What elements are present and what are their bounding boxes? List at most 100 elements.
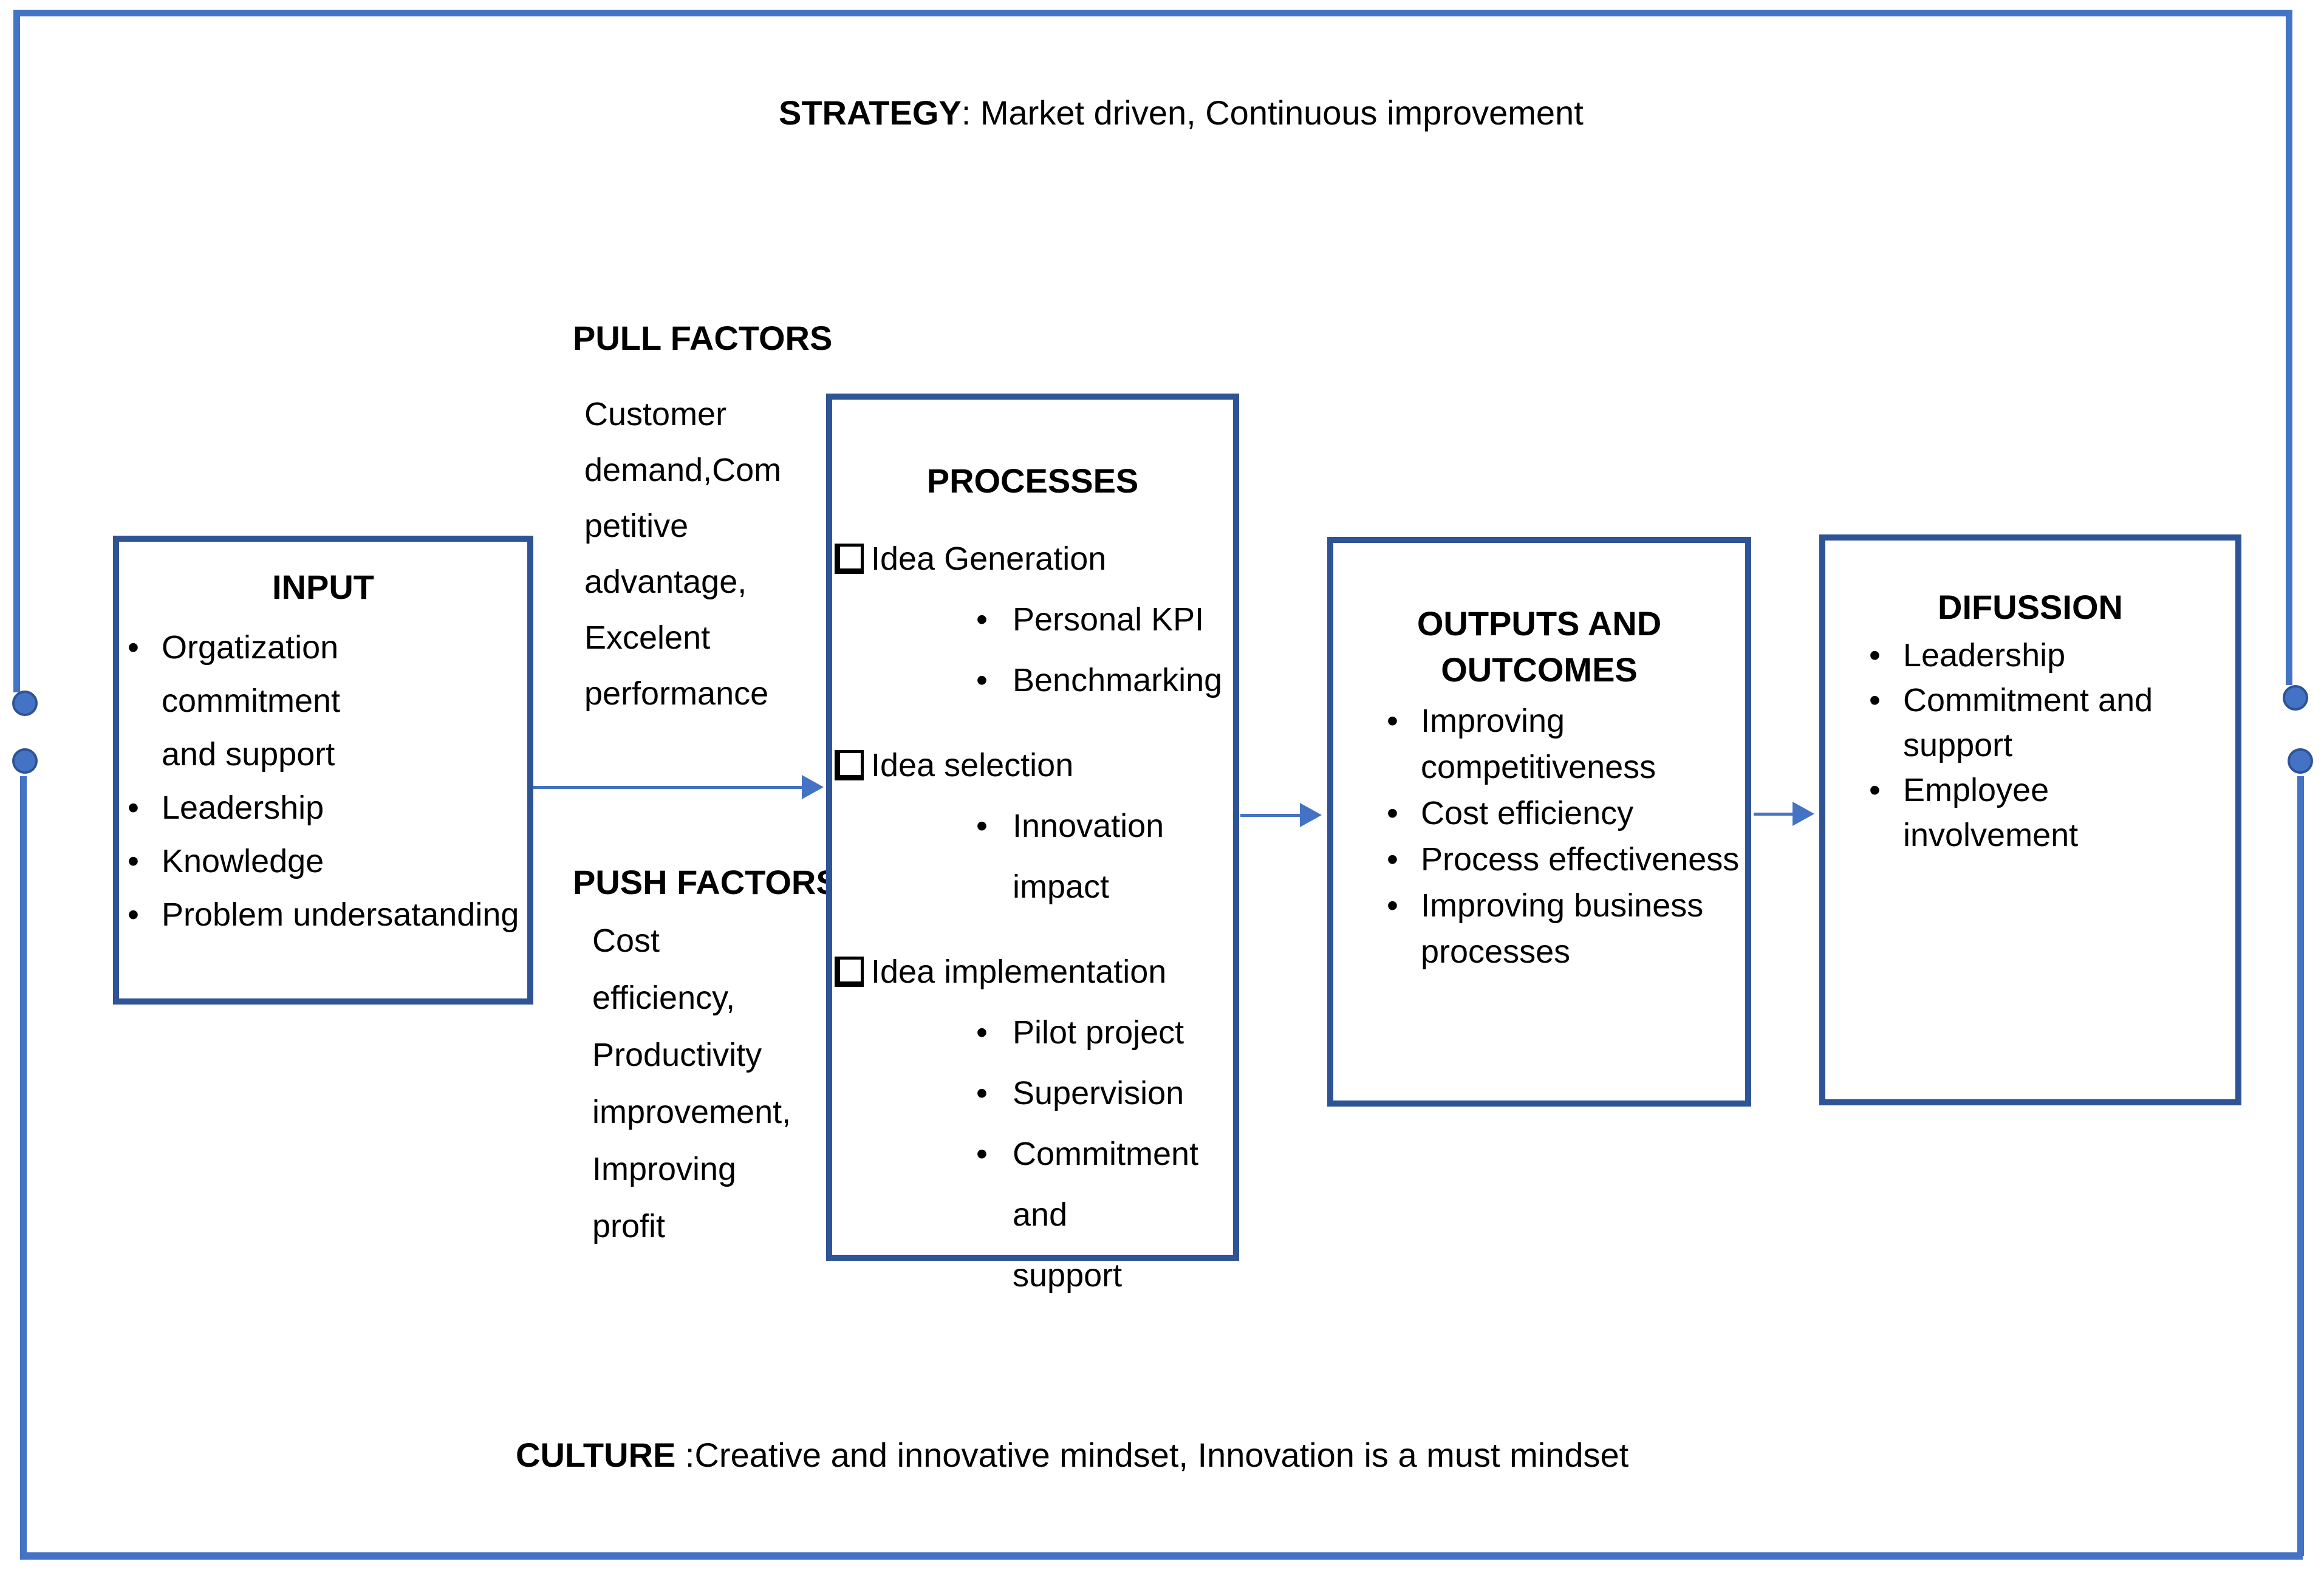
- input-box-title: INPUT: [272, 568, 374, 606]
- list-item: Leadership: [128, 781, 527, 834]
- process-group: Idea selection Innovation impact: [835, 735, 1233, 917]
- push-factors-line: improvement,: [592, 1094, 791, 1130]
- strategy-label: STRATEGY: Market driven, Continuous impr…: [779, 92, 1584, 134]
- arrowhead-icon: [802, 775, 824, 799]
- pull-factors-line: petitive: [584, 508, 689, 544]
- pull-factors-line: Excelent: [584, 619, 711, 656]
- list-item-line: Orgatization: [162, 629, 339, 666]
- list-item-line: Knowledge: [162, 843, 324, 879]
- list-item-line: Leadership: [1903, 637, 2066, 674]
- list-item-line: Personal KPI: [1013, 601, 1205, 638]
- process-group-label: Idea Generation: [871, 541, 1107, 577]
- list-item: Problem undersatanding: [128, 888, 527, 941]
- bullet-icon: [1869, 678, 1903, 723]
- outputs-box-title-line: OUTCOMES: [1441, 650, 1638, 689]
- list-item-line: Process effectiveness: [1421, 841, 1740, 878]
- checkbox-icon: [835, 544, 864, 574]
- list-item-line: competitiveness: [1421, 749, 1656, 785]
- outputs-bullet-list: Improving competitiveness Cost efficienc…: [1333, 698, 1745, 975]
- outer-connector-top-right-segment: [2286, 10, 2292, 685]
- list-item-line: processes: [1421, 933, 1571, 970]
- bullet-icon: [128, 888, 162, 941]
- connector-endpoint-dot: [2288, 748, 2313, 774]
- outer-connector-bottom-right-segment: [2297, 776, 2304, 1556]
- list-item-line: Commitment and: [1903, 682, 2153, 718]
- processes-box: PROCESSES Idea Generation Personal KPI B…: [826, 394, 1239, 1294]
- outputs-box: OUTPUTS AND OUTCOMES Improving competiti…: [1327, 537, 1751, 1107]
- push-factors-text: Cost efficiency, Productivity improvemen…: [592, 912, 791, 1255]
- arrow-processes-to-outputs: [1240, 814, 1301, 817]
- bullet-icon: [976, 650, 1013, 711]
- bullet-icon: [1387, 882, 1421, 929]
- list-item: Leadership: [1869, 633, 2235, 678]
- outputs-box-title-line: OUTPUTS AND: [1417, 604, 1662, 643]
- bullet-icon: [976, 1124, 1013, 1184]
- list-item: Innovation impact: [976, 796, 1233, 917]
- list-item-line: impact: [1013, 868, 1110, 905]
- connector-endpoint-dot: [2283, 685, 2308, 711]
- push-factors-title: PUSH FACTORS: [573, 863, 839, 901]
- list-item: Supervision: [976, 1063, 1233, 1124]
- arrow-input-to-processes: [533, 786, 803, 789]
- list-item-line: support: [1013, 1257, 1123, 1294]
- pull-factors-title: PULL FACTORS: [573, 319, 833, 357]
- list-item: Cost efficiency: [1387, 790, 1745, 836]
- list-item-line: Commitment and: [1013, 1136, 1199, 1233]
- connector-endpoint-dot: [12, 748, 38, 774]
- outer-connector-top-segment: [13, 10, 2291, 16]
- list-item-line: involvement: [1903, 817, 2079, 853]
- list-item-line: Pilot project: [1013, 1014, 1184, 1051]
- processes-list: Idea Generation Personal KPI Benchmarkin…: [832, 528, 1233, 1306]
- bullet-icon: [128, 621, 162, 674]
- bullet-icon: [976, 1002, 1013, 1063]
- checkbox-icon: [835, 957, 864, 987]
- bullet-icon: [976, 796, 1013, 856]
- bullet-icon: [128, 834, 162, 888]
- pull-factors-line: demand,Com: [584, 452, 782, 488]
- bullet-icon: [1387, 790, 1421, 836]
- list-item-line: Supervision: [1013, 1075, 1184, 1111]
- bullet-icon: [128, 781, 162, 834]
- list-item: Commitment and support: [976, 1124, 1233, 1306]
- process-group-label: Idea selection: [871, 747, 1074, 783]
- pull-factors-line: Customer: [584, 396, 727, 432]
- push-factors-line: Productivity: [592, 1037, 762, 1073]
- culture-keyword: CULTURE: [516, 1436, 676, 1474]
- bullet-icon: [1387, 698, 1421, 744]
- push-factors-line: Cost: [592, 923, 660, 959]
- list-item: Knowledge: [128, 834, 527, 888]
- process-group-heading: Idea implementation: [835, 941, 1233, 1002]
- bullet-icon: [976, 589, 1013, 650]
- pull-factors-line: advantage,: [584, 564, 747, 600]
- outer-connector-bottom-segment: [20, 1552, 2303, 1560]
- difussion-bullet-list: Leadership Commitment and support Employ…: [1825, 633, 2235, 858]
- culture-label: CULTURE :Creative and innovative mindset…: [516, 1435, 1629, 1476]
- list-item: Improving business processes: [1387, 882, 1745, 975]
- input-bullet-list: Orgatization commitment and support Lead…: [119, 621, 527, 941]
- bullet-icon: [976, 1063, 1013, 1124]
- outer-connector-bottom-left-segment: [20, 776, 27, 1557]
- list-item-line: Employee: [1903, 772, 2049, 808]
- list-item: Personal KPI: [976, 589, 1233, 650]
- checkbox-icon: [835, 750, 864, 780]
- strategy-keyword: STRATEGY: [779, 94, 962, 132]
- difussion-box-title: DIFUSSION: [1938, 588, 2123, 626]
- list-item-line: commitment: [162, 683, 341, 719]
- list-item-line: Benchmarking: [1013, 662, 1223, 698]
- list-item-line: support: [1903, 727, 2013, 763]
- list-item-line: Improving business: [1421, 887, 1704, 924]
- list-item-line: Improving: [1421, 703, 1565, 739]
- push-factors-line: Improving: [592, 1151, 737, 1187]
- arrowhead-icon: [1300, 803, 1322, 827]
- list-item: Pilot project: [976, 1002, 1233, 1063]
- list-item-line: Leadership: [162, 790, 324, 826]
- outputs-box-title: OUTPUTS AND OUTCOMES: [1333, 601, 1745, 693]
- process-group-heading: Idea Generation: [835, 528, 1233, 589]
- list-item-line: Innovation: [1013, 808, 1164, 844]
- list-item-line: and support: [162, 736, 335, 773]
- bullet-icon: [1869, 633, 1903, 678]
- process-group-label: Idea implementation: [871, 954, 1167, 990]
- list-item-line: Cost efficiency: [1421, 795, 1634, 831]
- pull-factors-text: Customer demand,Com petitive advantage, …: [584, 386, 781, 722]
